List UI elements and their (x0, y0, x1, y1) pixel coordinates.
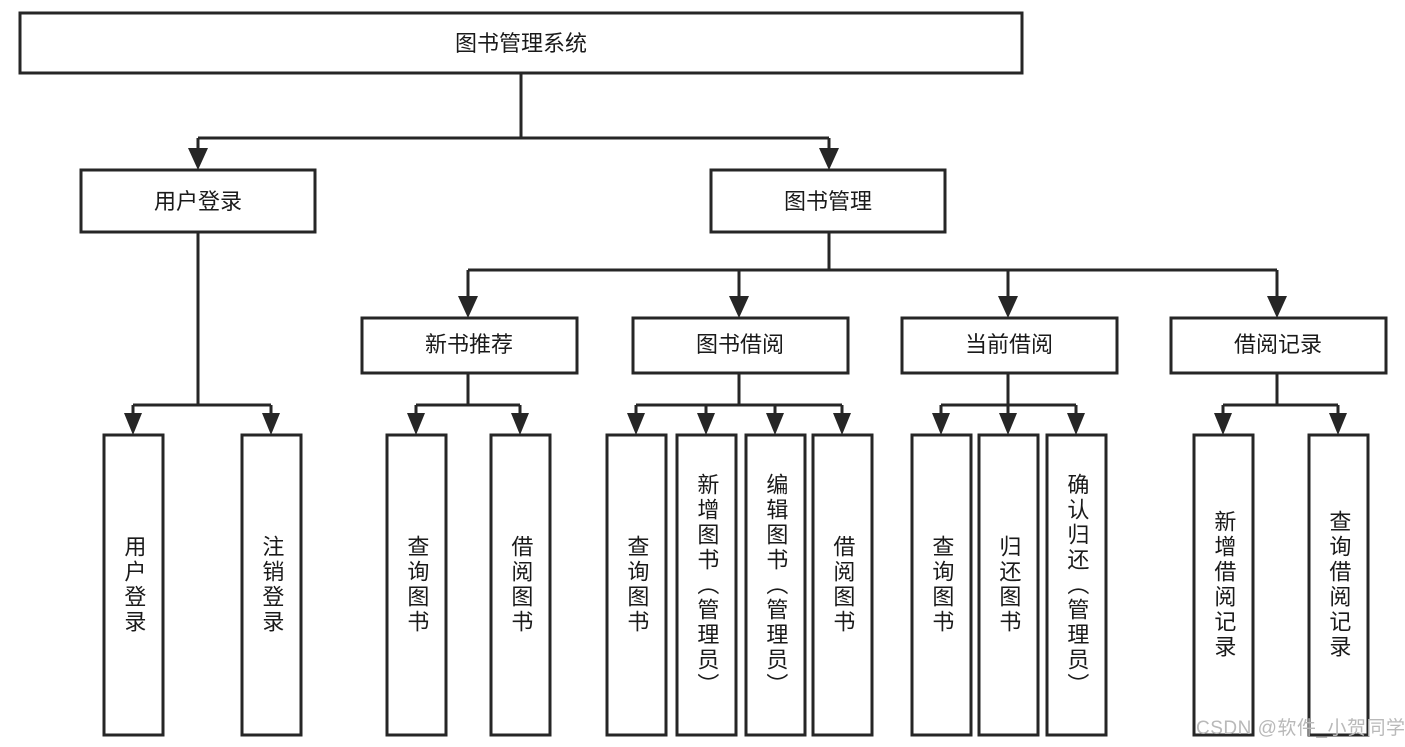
node-box-leaf-user-login[interactable] (102, 433, 165, 737)
connector-group-current-borrow (932, 373, 1085, 435)
arrow-head-current-borrow (998, 296, 1018, 318)
connector-group-user-login (124, 232, 280, 435)
arrow-head-leaf-query-book-2 (627, 413, 645, 435)
arrow-head-leaf-confirm-return (1067, 413, 1085, 435)
node-box-leaf-query-book-3[interactable] (910, 433, 973, 737)
node-box-new-book-recommend[interactable] (360, 316, 579, 375)
watermark-text: CSDN @软件_小贺同学 (1196, 718, 1405, 739)
arrow-head-leaf-borrow-book-2 (833, 413, 851, 435)
node-box-leaf-confirm-return[interactable] (1045, 433, 1108, 737)
connector-group-borrow-record (1214, 373, 1347, 435)
arrow-head-leaf-add-book (697, 413, 715, 435)
arrow-head-leaf-return-book (999, 413, 1017, 435)
arrow-head-leaf-user-login (124, 413, 142, 435)
node-box-leaf-add-book[interactable] (675, 433, 738, 737)
arrow-head-book-manage (819, 148, 839, 170)
arrow-head-user-login (188, 148, 208, 170)
arrow-head-leaf-query-record (1329, 413, 1347, 435)
node-box-book-borrow[interactable] (631, 316, 850, 375)
node-label-book-manage: 图书管理 (784, 189, 872, 214)
node-label-new-book-recommend: 新书推荐 (425, 332, 513, 357)
arrow-head-borrow-record (1267, 296, 1287, 318)
connector-group-book-manage (458, 232, 1287, 318)
node-label-root: 图书管理系统 (455, 31, 587, 56)
arrow-head-leaf-logout-login (262, 413, 280, 435)
node-box-current-borrow[interactable] (900, 316, 1119, 375)
arrow-head-new-book-recommend (458, 296, 478, 318)
connector-group-book-borrow (627, 373, 851, 435)
node-box-leaf-logout-login[interactable] (240, 433, 303, 737)
node-label-current-borrow: 当前借阅 (965, 332, 1053, 357)
arrow-head-leaf-query-book-1 (407, 413, 425, 435)
node-box-user-login[interactable] (79, 168, 317, 234)
arrow-head-book-borrow (729, 296, 749, 318)
node-box-root[interactable] (18, 11, 1024, 75)
node-box-borrow-record[interactable] (1169, 316, 1388, 375)
node-box-leaf-borrow-book-1[interactable] (489, 433, 552, 737)
connector-group-root (188, 73, 839, 170)
node-box-leaf-add-record[interactable] (1192, 433, 1255, 737)
node-label-book-borrow: 图书借阅 (696, 332, 784, 357)
arrow-head-leaf-add-record (1214, 413, 1232, 435)
node-label-borrow-record: 借阅记录 (1234, 332, 1322, 357)
node-box-leaf-edit-book[interactable] (744, 433, 807, 737)
arrow-head-leaf-edit-book (766, 413, 784, 435)
node-box-book-manage[interactable] (709, 168, 947, 234)
node-box-leaf-return-book[interactable] (977, 433, 1040, 737)
arrow-head-leaf-borrow-book-1 (511, 413, 529, 435)
node-box-leaf-query-record[interactable] (1307, 433, 1370, 737)
arrow-head-leaf-query-book-3 (932, 413, 950, 435)
node-box-leaf-borrow-book-2[interactable] (811, 433, 874, 737)
node-box-leaf-query-book-1[interactable] (385, 433, 448, 737)
connector-group-recommend (407, 373, 529, 435)
node-box-leaf-query-book-2[interactable] (605, 433, 668, 737)
node-label-user-login: 用户登录 (154, 189, 242, 214)
